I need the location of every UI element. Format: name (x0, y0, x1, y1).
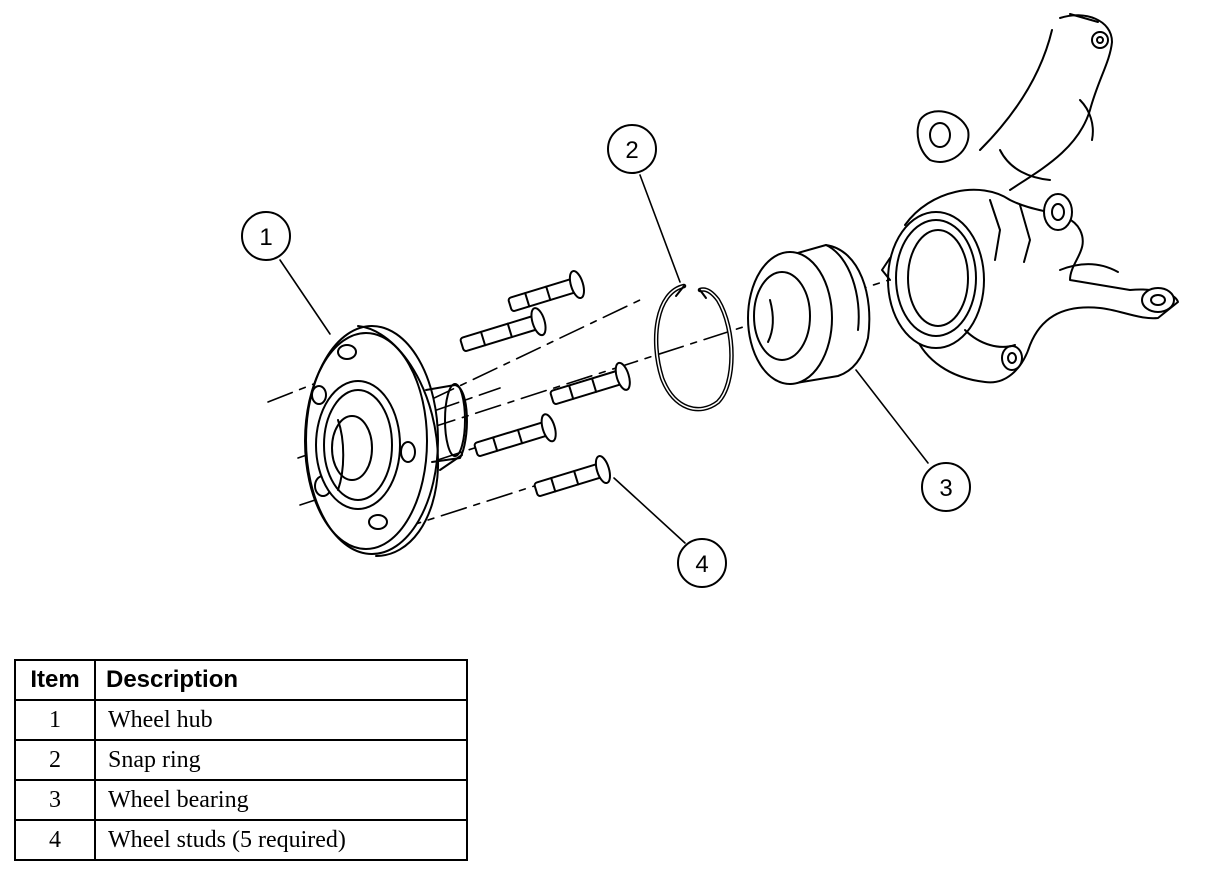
wheel-stud (473, 413, 557, 457)
wheel-studs (459, 270, 631, 497)
leader-lines (279, 174, 929, 544)
callout-4: 4 (677, 538, 727, 588)
header-item: Item (14, 659, 96, 701)
item-number: 2 (14, 739, 96, 781)
wheel-hub (304, 325, 468, 557)
table-row: 1 Wheel hub (14, 699, 468, 741)
callout-1-label: 1 (259, 224, 272, 251)
item-description: Wheel studs (5 required) (94, 819, 468, 861)
table-header-row: Item Description (14, 659, 468, 701)
item-number: 4 (14, 819, 96, 861)
wheel-stud (533, 455, 611, 497)
snap-ring (653, 283, 734, 412)
table-row: 4 Wheel studs (5 required) (14, 819, 468, 861)
item-number: 3 (14, 779, 96, 821)
callout-3: 3 (921, 462, 971, 512)
parts-table: Item Description 1 Wheel hub 2 Snap ring… (14, 659, 468, 861)
item-description: Wheel hub (94, 699, 468, 741)
exploded-view-diagram: 1 2 3 4 (241, 13, 1179, 588)
callout-2: 2 (607, 124, 657, 174)
callout-2-label: 2 (625, 137, 638, 164)
wheel-stud (459, 307, 547, 352)
header-description: Description (94, 659, 468, 701)
item-description: Wheel bearing (94, 779, 468, 821)
item-number: 1 (14, 699, 96, 741)
wheel-stud (549, 361, 631, 405)
wheel-bearing (747, 244, 871, 385)
item-description: Snap ring (94, 739, 468, 781)
callout-3-label: 3 (939, 475, 952, 502)
callout-1: 1 (241, 211, 291, 261)
callout-4-label: 4 (695, 551, 708, 578)
wheel-stud (507, 270, 585, 312)
table-row: 2 Snap ring (14, 739, 468, 781)
table-row: 3 Wheel bearing (14, 779, 468, 821)
steering-knuckle (881, 13, 1179, 384)
